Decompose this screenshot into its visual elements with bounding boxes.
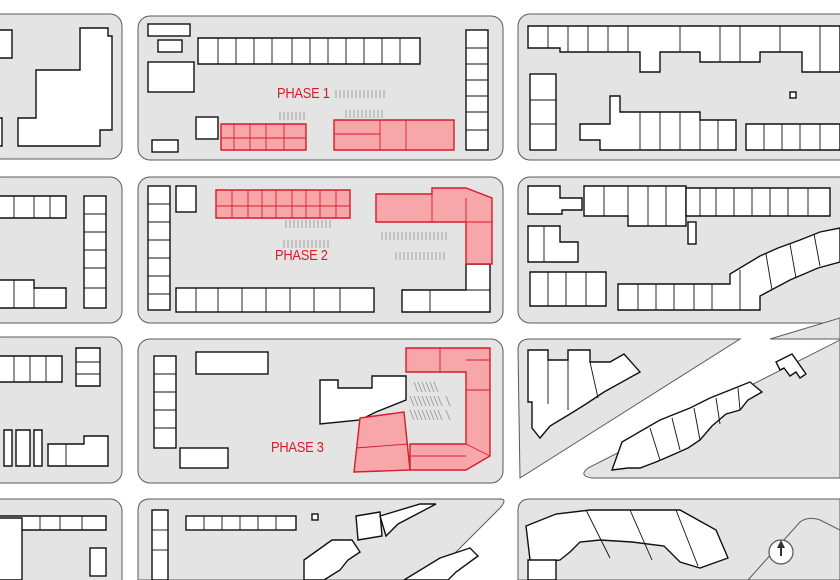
building	[147, 185, 171, 311]
building	[147, 61, 195, 93]
building	[529, 73, 557, 151]
building	[175, 287, 375, 313]
building	[0, 29, 13, 59]
building	[311, 513, 319, 521]
building	[527, 185, 583, 215]
building	[175, 185, 197, 213]
building	[83, 195, 107, 309]
parking-stalls	[283, 220, 447, 260]
rowhouse-dividers	[585, 509, 699, 567]
block	[769, 317, 840, 340]
building	[775, 353, 807, 379]
rowhouse-dividers	[603, 186, 667, 226]
building	[47, 435, 109, 467]
phase-1-dividers	[334, 120, 407, 150]
rowhouse-dividers	[547, 26, 821, 72]
buildings-row-2	[0, 185, 840, 313]
phase-1-building	[333, 119, 455, 151]
building	[355, 511, 383, 541]
rowhouse-dividers	[639, 112, 719, 150]
building	[0, 517, 23, 580]
building	[303, 539, 361, 580]
rowhouse-dividers	[637, 233, 821, 310]
phase-2-label: PHASE 2	[275, 247, 328, 264]
building	[465, 29, 489, 151]
building	[185, 515, 297, 531]
phase-2-dividers	[431, 194, 492, 223]
building	[17, 27, 113, 147]
building	[525, 509, 729, 569]
rowhouse-dividers	[195, 288, 341, 312]
rowhouse-dividers	[466, 47, 488, 131]
building	[685, 187, 831, 217]
rowhouse-dividers	[547, 272, 587, 306]
buildings-row-1	[0, 23, 840, 153]
parking-stalls	[279, 90, 385, 120]
building	[151, 139, 179, 153]
building	[157, 39, 183, 53]
building	[379, 503, 437, 538]
phase-2-building	[215, 189, 351, 219]
phase-3-label: PHASE 3	[271, 439, 324, 456]
rowhouse-dividers	[699, 188, 809, 216]
rowhouse-dividers	[84, 213, 106, 289]
rowhouse-dividers	[547, 360, 599, 410]
building	[147, 23, 191, 37]
building	[527, 349, 642, 440]
building	[687, 221, 697, 245]
building	[527, 225, 579, 263]
phase-1-footprints	[220, 119, 455, 151]
building	[402, 547, 480, 580]
phase-3-building	[353, 411, 411, 473]
rowhouse-dividers	[217, 38, 401, 64]
building	[0, 515, 107, 531]
building	[0, 195, 67, 219]
building	[33, 429, 43, 467]
phase-1-dividers	[221, 124, 306, 150]
building	[15, 429, 31, 467]
building	[153, 355, 177, 449]
building	[527, 25, 840, 73]
rowhouse-dividers	[763, 124, 821, 150]
buildings-row-3	[0, 347, 807, 471]
rowhouse-dividers	[154, 373, 176, 429]
building	[89, 547, 107, 577]
building	[745, 123, 840, 151]
building	[319, 375, 407, 425]
phase-3-dividers	[410, 348, 491, 457]
building	[789, 91, 797, 99]
building	[3, 429, 13, 467]
building	[0, 355, 63, 383]
rowhouse-dividers	[649, 387, 741, 461]
phase-3-building	[405, 347, 491, 471]
building	[0, 117, 3, 147]
north-arrow-icon	[768, 539, 794, 565]
phase-1-building	[220, 123, 307, 151]
phase-2-dividers	[216, 190, 350, 218]
building	[179, 447, 229, 469]
building	[75, 347, 101, 387]
buildings-row-4	[0, 503, 729, 580]
phase-2-footprints	[215, 187, 493, 265]
phase-2-building	[375, 187, 493, 265]
building	[617, 227, 840, 311]
building	[529, 271, 607, 307]
building	[195, 351, 269, 375]
building	[583, 185, 687, 227]
phase-1-label: PHASE 1	[277, 85, 330, 102]
building	[527, 559, 557, 580]
rowhouse-dividers	[148, 203, 170, 295]
building	[151, 509, 169, 580]
phase-3-footprints	[353, 347, 491, 473]
building	[195, 116, 219, 140]
building	[610, 381, 764, 471]
parking-stalls	[409, 381, 451, 421]
building	[0, 279, 67, 309]
block	[747, 517, 840, 580]
building	[197, 37, 421, 65]
